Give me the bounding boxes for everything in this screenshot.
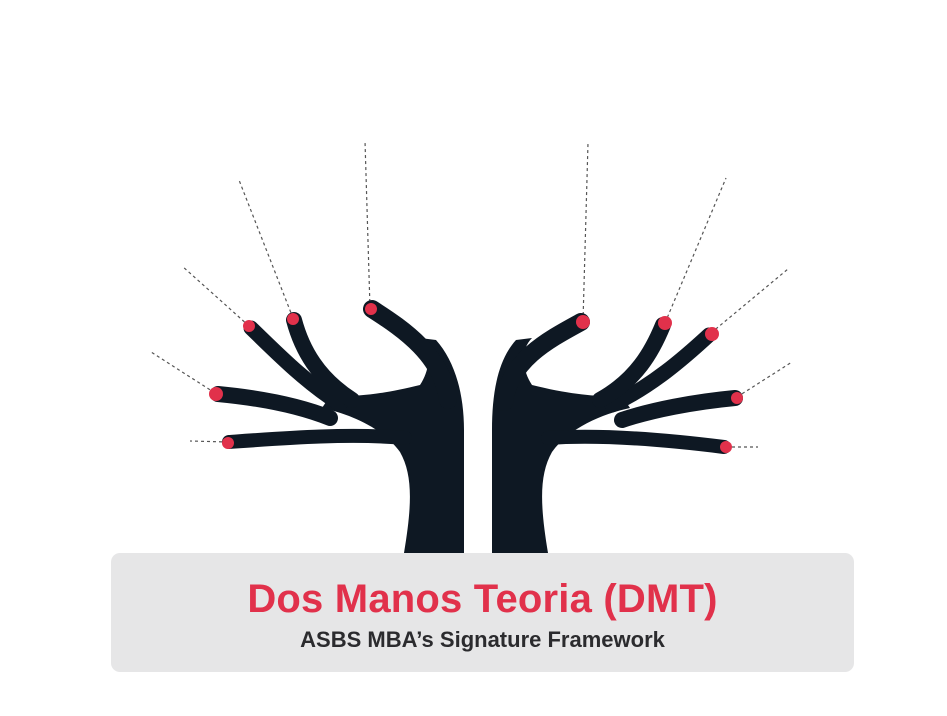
left-finger-2 — [210, 386, 338, 426]
guide-line-right-2 — [736, 361, 793, 398]
fingertip-dot-left-5 — [365, 303, 377, 315]
guide-line-left-1 — [189, 440, 229, 443]
fingertip-dot-right-4 — [658, 316, 672, 330]
fingertip-dot-left-3 — [243, 320, 255, 332]
page-title: Dos Manos Teoria (DMT) — [247, 577, 718, 621]
left-finger-3 — [243, 320, 348, 412]
left-hand-icon — [210, 300, 464, 553]
right-finger-4 — [592, 317, 671, 408]
fingertip-dot-left-4 — [287, 313, 299, 325]
right-finger-1 — [541, 429, 731, 454]
guide-line-left-4 — [238, 179, 294, 319]
guide-line-right-5 — [582, 142, 589, 322]
left-finger-1 — [222, 428, 412, 449]
page-subtitle: ASBS MBA’s Signature Framework — [300, 627, 665, 652]
left-finger-5 — [363, 300, 457, 409]
guide-line-right-4 — [664, 177, 727, 324]
fingertip-dot-right-2 — [731, 392, 743, 404]
right-hand-icon — [492, 313, 743, 553]
guide-line-left-2 — [150, 351, 216, 394]
fingertip-dot-left-1 — [222, 437, 234, 449]
left-finger-4 — [286, 312, 360, 408]
fingertip-dot-right-5 — [576, 315, 590, 329]
right-finger-3 — [604, 327, 717, 413]
fingertip-dots — [209, 303, 743, 453]
guide-line-left-5 — [364, 140, 371, 309]
title-banner: Dos Manos Teoria (DMT) ASBS MBA’s Signat… — [111, 553, 854, 672]
left-hand-trunk — [322, 338, 464, 553]
guide-line-left-3 — [181, 265, 250, 327]
right-finger-5 — [495, 313, 590, 411]
fingertip-dot-right-3 — [705, 327, 719, 341]
fingertip-dot-left-2 — [209, 387, 223, 401]
right-finger-2 — [614, 390, 743, 428]
guide-line-right-3 — [710, 268, 789, 334]
fingertip-dot-right-1 — [720, 441, 732, 453]
right-hand-trunk — [492, 338, 630, 553]
guide-lines — [150, 140, 793, 448]
